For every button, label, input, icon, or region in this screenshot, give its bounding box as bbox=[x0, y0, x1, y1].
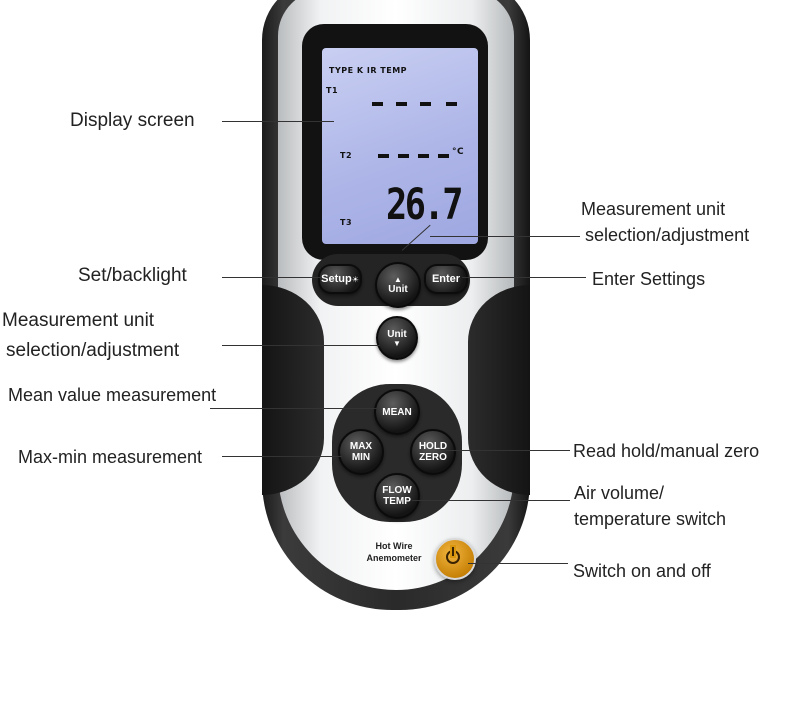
power-button[interactable] bbox=[434, 538, 476, 580]
lcd-t2-dash bbox=[398, 154, 409, 158]
callout-read-hold: Read hold/manual zero bbox=[573, 441, 760, 461]
callout-set-backlight: Set/backlight bbox=[78, 265, 187, 286]
callout-air-volume-line2: temperature switch bbox=[574, 509, 727, 529]
callout-unit-upper-line2: selection/adjustment bbox=[585, 225, 750, 245]
lcd-t1-label: T1 bbox=[326, 86, 339, 95]
callout-air-volume-line1: Air volume/ bbox=[574, 483, 665, 503]
unit-down-label: Unit bbox=[387, 328, 407, 340]
flow-temp-button[interactable]: FLOW TEMP bbox=[374, 473, 420, 519]
leader-air-volume bbox=[412, 500, 570, 501]
callout-mean-value: Mean value measurement bbox=[8, 385, 217, 405]
backlight-icon: ☀ bbox=[351, 274, 359, 284]
callout-switch: Switch on and off bbox=[573, 561, 711, 581]
flow-temp-line1: FLOW bbox=[382, 485, 412, 496]
leader-max-min bbox=[222, 456, 342, 457]
enter-button[interactable]: Enter bbox=[424, 264, 468, 294]
lcd-t3-label: T3 bbox=[340, 218, 353, 227]
setup-button-label: Setup bbox=[321, 273, 352, 285]
brand-line1: Hot Wire bbox=[375, 541, 413, 551]
brand-line2: Anemometer bbox=[366, 553, 422, 563]
hold-zero-line2: ZERO bbox=[419, 452, 447, 463]
device-grip-right bbox=[468, 285, 530, 495]
unit-down-button[interactable]: Unit ▼ bbox=[376, 316, 418, 360]
device-grip-left bbox=[262, 285, 324, 495]
leader-unit-upper bbox=[430, 236, 580, 237]
lcd-header: TYPE K IR TEMP bbox=[329, 66, 408, 75]
leader-mean-value bbox=[210, 408, 378, 409]
mean-button-label: MEAN bbox=[382, 406, 412, 418]
leader-set-backlight bbox=[222, 277, 322, 278]
max-min-button[interactable]: MAX MIN bbox=[338, 429, 384, 475]
lcd-t2-dash bbox=[378, 154, 389, 158]
callout-unit-lower-line2: selection/adjustment bbox=[6, 340, 180, 361]
hold-zero-line1: HOLD bbox=[418, 441, 448, 452]
lcd-t2-dash bbox=[438, 154, 449, 158]
device-brand-label: Hot Wire Anemometer bbox=[358, 540, 430, 564]
callout-enter-settings: Enter Settings bbox=[592, 269, 706, 289]
hold-zero-button[interactable]: HOLD ZERO bbox=[410, 429, 456, 475]
lcd-t1-dash bbox=[396, 102, 407, 106]
flow-temp-line2: TEMP bbox=[383, 496, 411, 507]
enter-button-label: Enter bbox=[431, 273, 461, 285]
max-min-line1: MAX bbox=[349, 441, 373, 452]
lcd-t1-dash bbox=[446, 102, 457, 106]
leader-display-screen bbox=[222, 121, 334, 122]
mean-button[interactable]: MEAN bbox=[374, 389, 420, 435]
lcd-t2-label: T2 bbox=[340, 151, 353, 160]
lcd-t1-dash bbox=[372, 102, 383, 106]
power-icon bbox=[446, 547, 460, 564]
down-arrow-icon: ▼ bbox=[393, 338, 401, 348]
lcd-t2-dash bbox=[418, 154, 429, 158]
callout-unit-lower-line1: Measurement unit bbox=[2, 310, 155, 331]
unit-up-label: Unit bbox=[388, 283, 408, 295]
setup-button[interactable]: Setup☀ bbox=[318, 264, 362, 294]
leader-read-hold bbox=[446, 450, 570, 451]
lcd-t1-dash bbox=[420, 102, 431, 106]
lcd-display bbox=[322, 48, 478, 244]
unit-up-button[interactable]: ▲ Unit bbox=[375, 262, 421, 308]
callout-max-min: Max-min measurement bbox=[18, 447, 203, 467]
lcd-unit-celsius: °C bbox=[452, 147, 465, 157]
leader-unit-lower bbox=[222, 345, 380, 346]
lcd-main-reading: 26.7 bbox=[386, 180, 464, 230]
up-arrow-icon: ▲ bbox=[394, 274, 402, 284]
callout-unit-upper-line1: Measurement unit bbox=[581, 199, 726, 219]
max-min-line2: MIN bbox=[351, 452, 371, 463]
leader-enter-settings bbox=[462, 277, 586, 278]
callout-display-screen: Display screen bbox=[70, 110, 195, 131]
leader-switch bbox=[468, 563, 568, 564]
